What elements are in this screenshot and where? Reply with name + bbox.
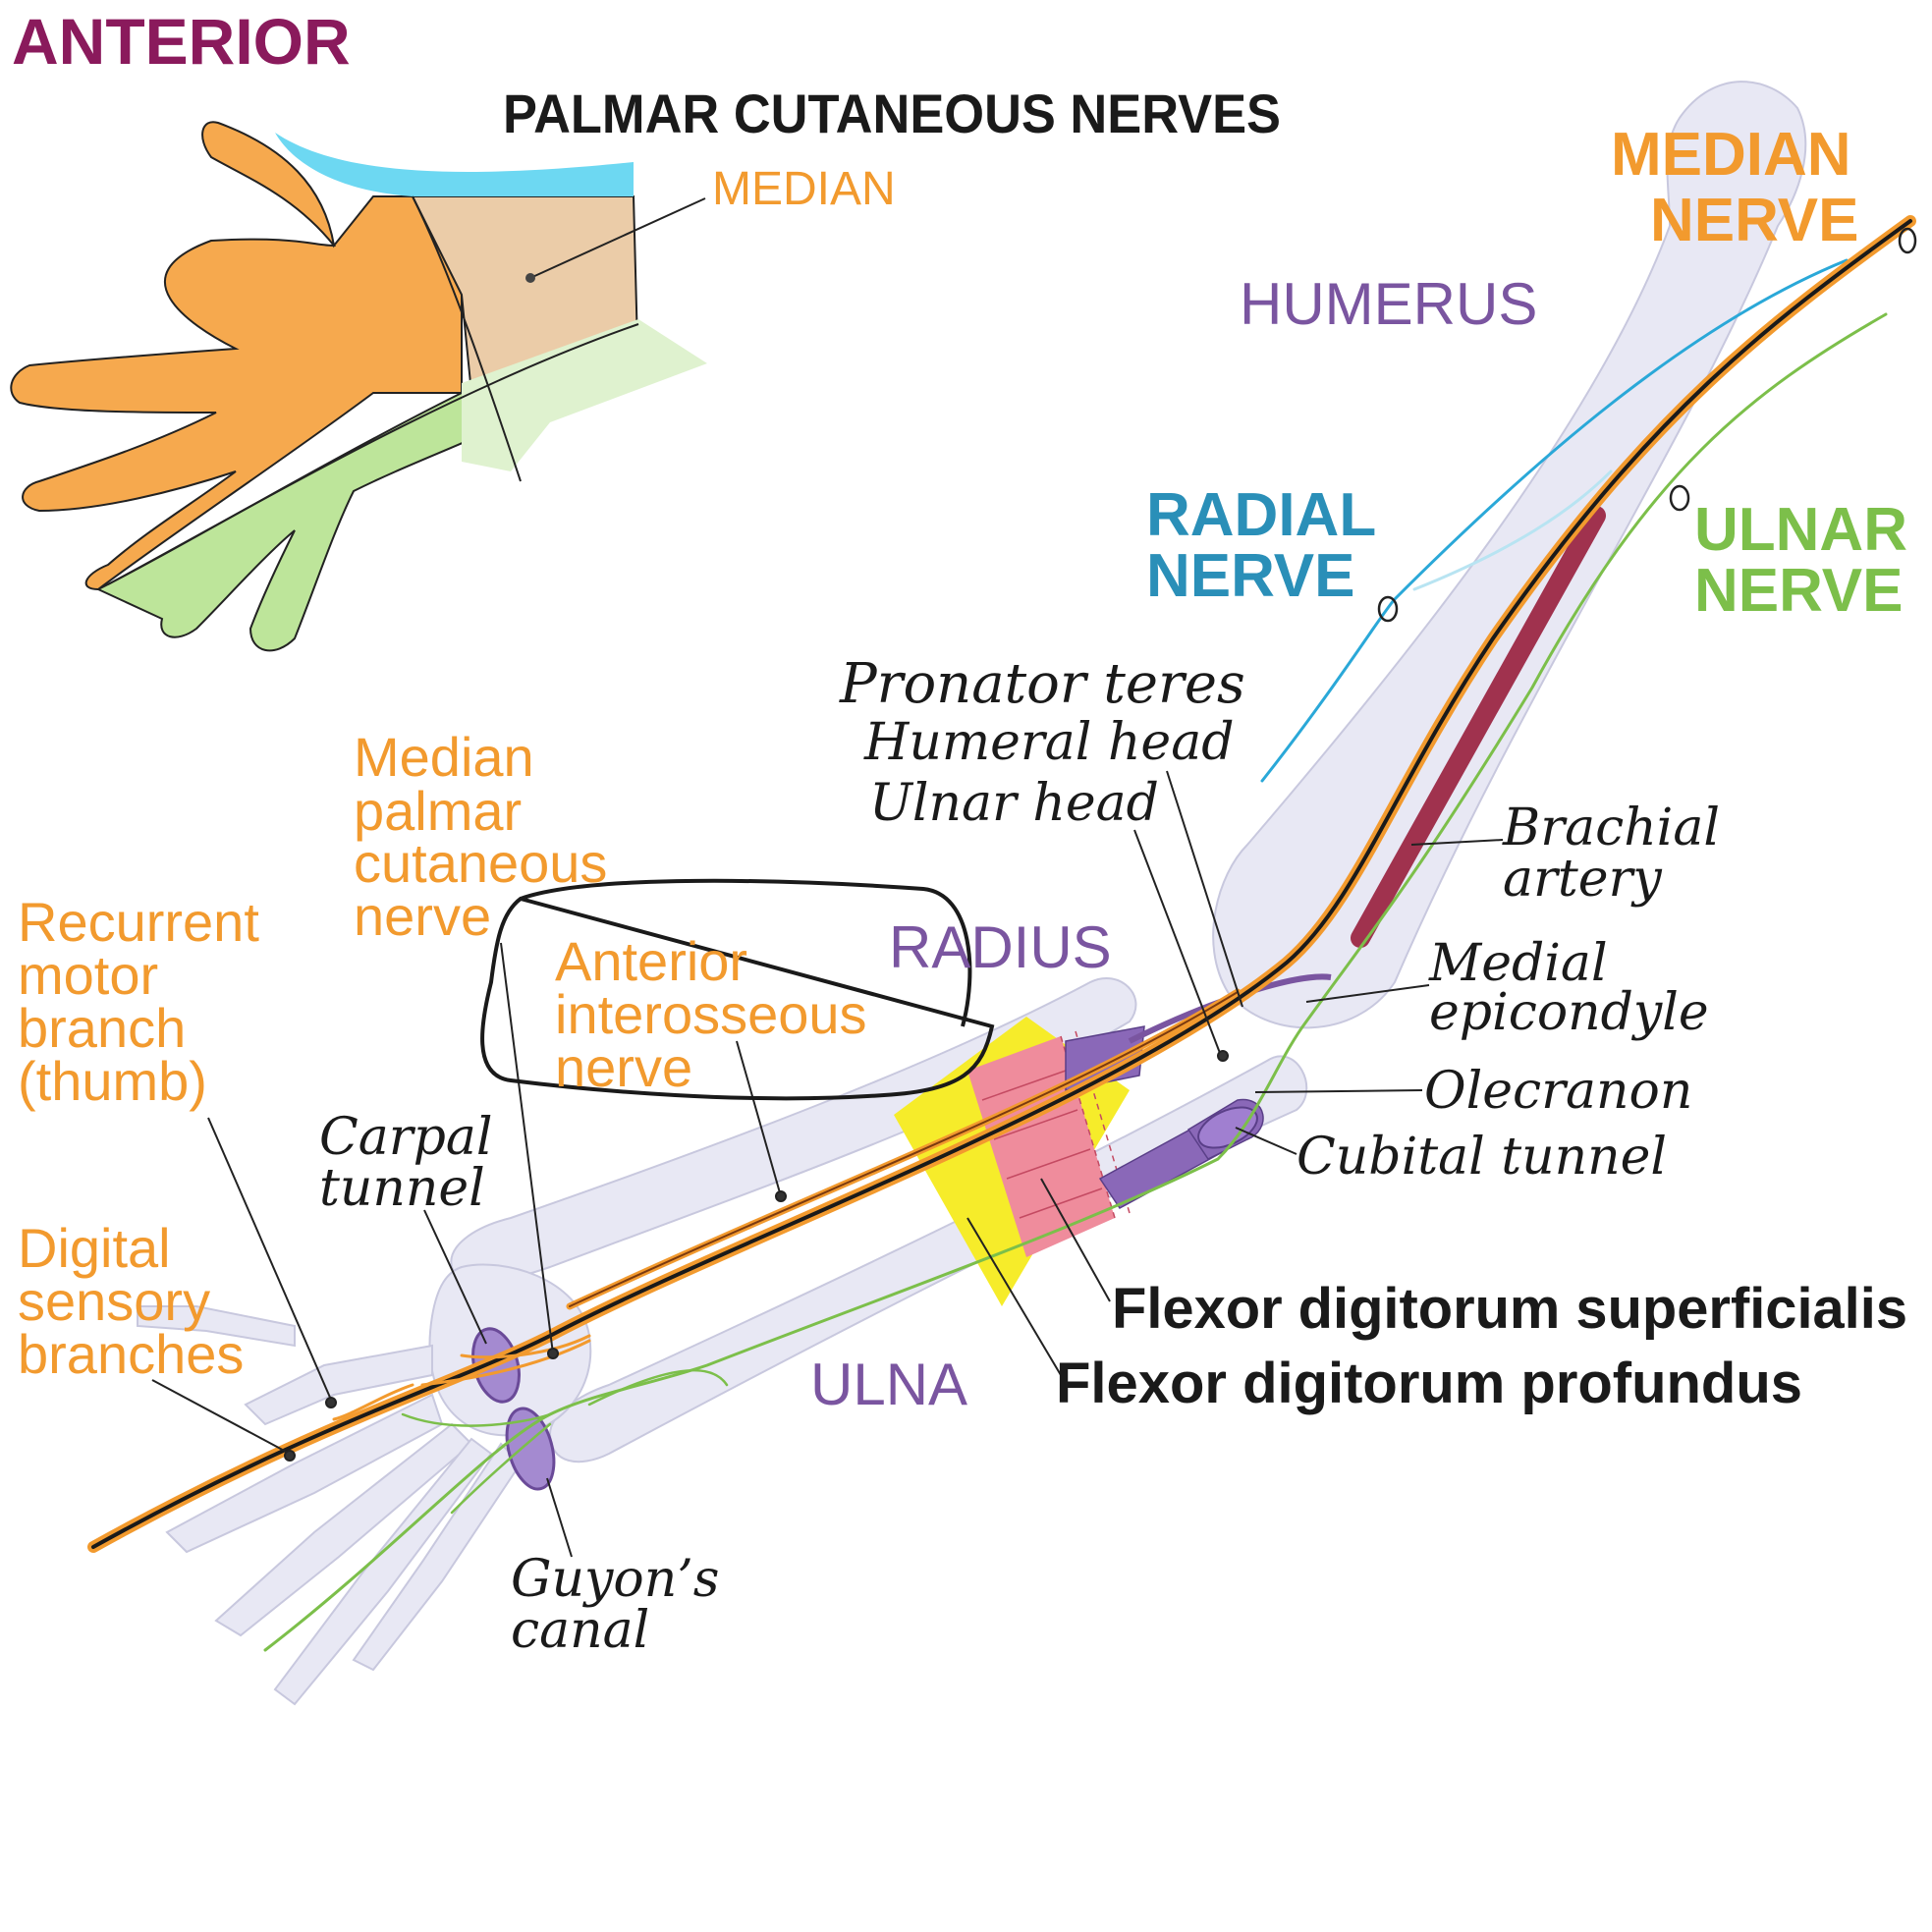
ain-dot	[775, 1190, 787, 1202]
brachial-label-1: Brachial	[1502, 799, 1720, 857]
vessels-nerves	[87, 215, 1916, 1652]
carpal-tunnel-label-2: tunnel	[319, 1159, 485, 1218]
anterior-interosseous-label-3: nerve	[555, 1036, 692, 1098]
guyon-canal-ring	[505, 1407, 556, 1491]
median-nerve-title-2: NERVE	[1650, 187, 1859, 254]
hand-division-line	[412, 195, 522, 482]
carpal-leader	[423, 1209, 487, 1345]
leader-lines	[151, 770, 1504, 1558]
olecranon-label: Olecranon	[1424, 1062, 1692, 1121]
brachial-label-2: artery	[1503, 850, 1662, 909]
carpal-tunnel-label-1: Carpal	[319, 1108, 493, 1167]
recurrent-label-4: (thumb)	[18, 1050, 207, 1112]
radial-nerve-line-faint	[1412, 469, 1613, 591]
radius-label: RADIUS	[889, 914, 1112, 980]
ulnar-head-leader	[1133, 829, 1224, 1062]
fdp-label: Flexor digitorum profundus	[1056, 1352, 1802, 1415]
digital-leader	[151, 1379, 291, 1455]
palmar-leader	[500, 942, 554, 1354]
hand-radial-zone	[275, 133, 634, 196]
cubital-leader	[1235, 1127, 1297, 1155]
radial-nerve-title-1: RADIAL	[1146, 481, 1376, 549]
radial-nerve-marker	[1377, 595, 1399, 623]
hand-transverse-line	[107, 323, 639, 585]
ulnar-nerve-title-1: ULNAR	[1694, 496, 1907, 564]
guyon-leader	[546, 1477, 573, 1558]
cubital-tunnel-label: Cubital tunnel	[1297, 1128, 1667, 1187]
median-palmar-label-2: palmar	[354, 780, 522, 842]
recurrent-leader	[207, 1117, 332, 1401]
median-zone-dot	[525, 273, 535, 283]
anterior-interosseous-core	[569, 991, 1239, 1307]
ulna-label: ULNA	[810, 1352, 967, 1417]
ain-callout	[480, 878, 995, 1101]
palmar-cutaneous-branch-line	[420, 1334, 591, 1387]
brachial-artery	[1351, 506, 1606, 948]
ulnar-branch-2	[450, 1422, 552, 1515]
median-palmar-label-1: Median	[354, 726, 534, 788]
anterior-interosseous-label-1: Anterior	[555, 930, 747, 992]
cubital-tunnel-ring	[1197, 1106, 1258, 1149]
digital-dot	[284, 1450, 296, 1462]
fdp-leader	[966, 1217, 1062, 1376]
anterior-interosseous-label-2: interosseous	[555, 983, 867, 1045]
humerus-shape	[1212, 81, 1807, 1029]
recurrent-branch-line	[332, 1383, 414, 1421]
recurrent-label-1: Recurrent	[18, 891, 259, 953]
fds-label: Flexor digitorum superficialis	[1112, 1277, 1907, 1341]
bones	[137, 81, 1807, 1706]
brachial-leader	[1410, 839, 1504, 846]
olecranon-leader	[1254, 1089, 1423, 1093]
median-palmar-label-4: nerve	[354, 885, 491, 947]
median-nerve-marker	[1898, 227, 1917, 254]
hand-inset	[10, 121, 707, 652]
hand-inset-title: PALMAR CUTANEOUS NERVES	[503, 83, 1281, 144]
ulnar-branch-3	[401, 1412, 552, 1427]
guyon-canal-label-1: Guyon’s	[511, 1550, 719, 1609]
ain-leader	[736, 1040, 782, 1197]
view-label: ANTERIOR	[12, 5, 351, 78]
ulnar-branch-4	[587, 1369, 729, 1407]
digital-sensory-label-1: Digital	[18, 1217, 171, 1279]
humeral-head-label: Humeral head	[863, 713, 1235, 772]
ulnar-nerve-title-2: NERVE	[1694, 557, 1904, 625]
pronator-teres-label: Pronator teres	[839, 652, 1245, 716]
hand-median-label: MEDIAN	[712, 163, 896, 215]
median-nerve-core	[91, 219, 1912, 1549]
median-palmar-label-3: cutaneous	[354, 832, 607, 894]
recurrent-label-2: motor	[18, 944, 158, 1006]
digital-sensory-label-2: sensory	[18, 1270, 210, 1332]
medial-epi-leader	[1305, 984, 1430, 1003]
ulnar-head-label: Ulnar head	[869, 774, 1159, 833]
fds-muscle	[967, 1036, 1115, 1257]
metacarpals-phalanges	[137, 1305, 523, 1706]
ulnar-nerve-marker	[1669, 484, 1690, 512]
medial-epi-label-1: Medial	[1428, 934, 1608, 993]
fds-leader	[1040, 1178, 1111, 1302]
humerus-label: HUMERUS	[1240, 271, 1537, 337]
humeral-head-leader	[1166, 770, 1243, 1008]
text-layer: ANTERIOR PALMAR CUTANEOUS NERVES MEDIAN …	[12, 5, 1907, 1660]
nerve-markers	[1377, 227, 1917, 623]
medial-epi-label-2: epicondyle	[1429, 983, 1709, 1042]
ulna-shape	[548, 1055, 1308, 1463]
digital-sensory-label-3: branches	[18, 1323, 244, 1385]
hand-ulnar-zone	[95, 391, 554, 652]
median-nerve-title-1: MEDIAN	[1611, 121, 1851, 189]
hand-median-zone	[10, 121, 463, 591]
ulnar-head-dot	[1217, 1050, 1229, 1062]
recurrent-label-3: branch	[18, 997, 186, 1059]
radial-nerve-title-2: NERVE	[1146, 542, 1355, 610]
recurrent-dot	[325, 1397, 337, 1408]
guyon-canal-label-2: canal	[511, 1601, 649, 1660]
median-zone-leader	[529, 197, 706, 279]
palmar-dot	[547, 1348, 559, 1359]
radial-nerve-line	[1260, 258, 1849, 783]
fds-fibers	[981, 1030, 1131, 1219]
hand-ulnar-palm-zone	[462, 319, 707, 471]
